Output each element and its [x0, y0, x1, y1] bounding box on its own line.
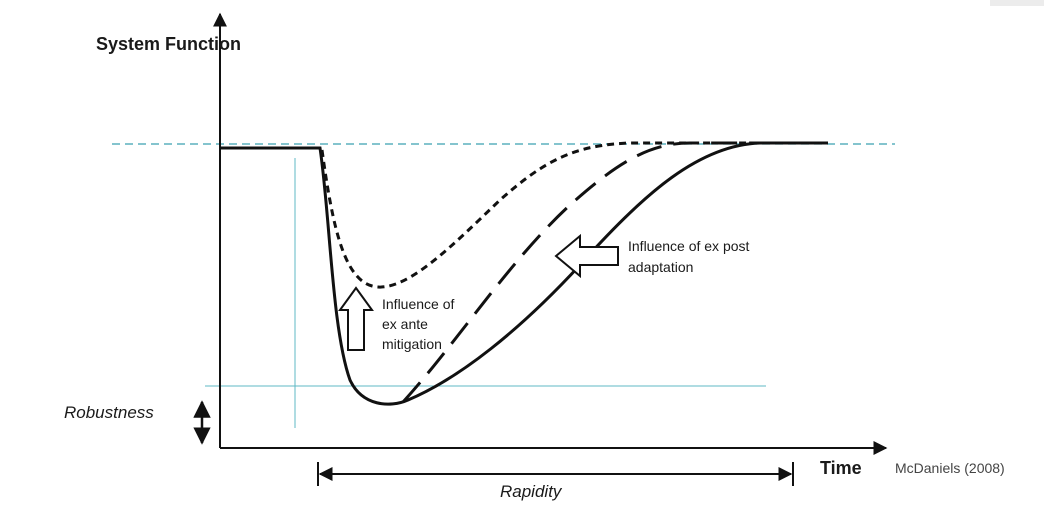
robustness-label: Robustness [64, 403, 154, 422]
rapidity-label: Rapidity [500, 482, 562, 501]
ex-ante-annotation: Influence of ex ante mitigation [382, 296, 455, 352]
curve-ex-post-adaptation [401, 141, 828, 404]
curve-baseline [220, 141, 828, 406]
corner-box [990, 0, 1044, 6]
ex-ante-arrow [338, 286, 374, 351]
y-axis-label: System Function [96, 34, 242, 54]
x-axis-label: Time [820, 458, 862, 478]
curve-ex-ante-mitigation [320, 141, 828, 289]
credit-text: McDaniels (2008) [895, 460, 1005, 476]
ex-post-annotation: Influence of ex post adaptation [628, 238, 750, 275]
ex-post-arrow [554, 233, 619, 279]
